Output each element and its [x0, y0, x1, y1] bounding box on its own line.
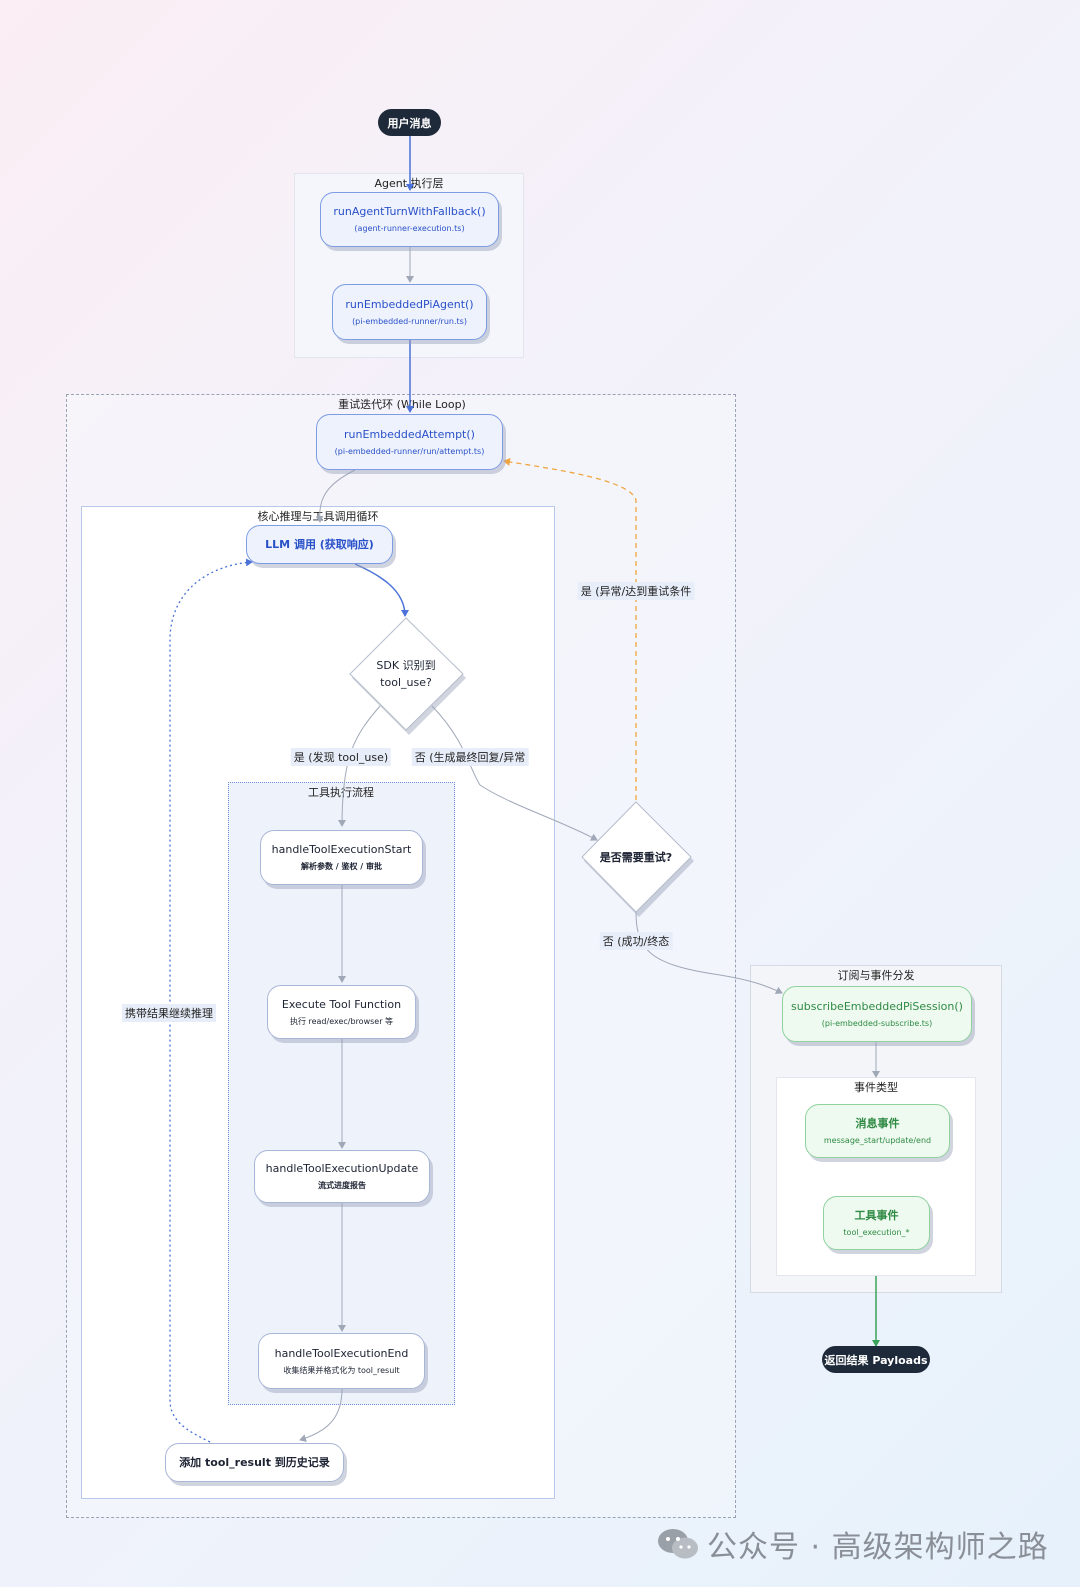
node-subtitle: (agent-runner-execution.ts) — [354, 224, 465, 233]
node-subtitle: (pi-embedded-subscribe.ts) — [821, 1018, 933, 1028]
node-subtitle: tool_execution_* — [843, 1227, 910, 1237]
cluster-title-retry: 重试迭代环 (While Loop) — [338, 398, 466, 411]
node-run-agent-turn-with-fallback: runAgentTurnWithFallback() (agent-runner… — [320, 192, 499, 247]
cluster-title-event-types: 事件类型 — [854, 1081, 898, 1094]
node-subtitle: 解析参数 / 鉴权 / 审批 — [301, 862, 382, 871]
node-title: runEmbeddedAttempt() — [344, 427, 475, 441]
node-subtitle: 流式进度报告 — [318, 1181, 366, 1190]
decision-line1: SDK 识别到 — [376, 659, 436, 672]
edge-retry-yes — [503, 458, 637, 800]
node-title: 添加 tool_result 到历史记录 — [179, 1455, 330, 1469]
watermark: 公众号 · 高级架构师之路 — [657, 1522, 1049, 1566]
edge-add-to-llm — [169, 558, 253, 1443]
node-add-tool-result-history: 添加 tool_result 到历史记录 — [165, 1443, 344, 1482]
node-execute-tool-function: Execute Tool Function 执行 read/exec/brows… — [267, 985, 416, 1039]
node-title: 工具事件 — [854, 1208, 899, 1222]
cluster-title-tool: 工具执行流程 — [308, 786, 374, 799]
node-title: subscribeEmbeddedPiSession() — [791, 999, 963, 1013]
decision-shape — [581, 801, 694, 917]
node-run-embedded-pi-agent: runEmbeddedPiAgent() (pi-embedded-runner… — [332, 284, 487, 340]
edge-label-no-done: 否 (成功/终态 — [599, 932, 673, 950]
node-handle-tool-execution-start: handleToolExecutionStart 解析参数 / 鉴权 / 审批 — [260, 830, 423, 885]
cluster-title-agent: Agent 执行层 — [374, 177, 444, 190]
node-handle-tool-execution-end: handleToolExecutionEnd 收集结果并格式化为 tool_re… — [258, 1333, 425, 1389]
decision-label: 是否需要重试? — [599, 850, 673, 864]
node-user-message-label: 用户消息 — [387, 116, 432, 130]
edge-label-yes-retry: 是 (异常/达到重试条件 — [577, 582, 695, 600]
wechat-icon — [658, 1529, 698, 1559]
node-title: runAgentTurnWithFallback() — [333, 205, 486, 218]
decision-line2: tool_use? — [380, 676, 432, 689]
node-user-message: 用户消息 — [378, 109, 441, 136]
node-return-payloads-label: 返回结果 Payloads — [824, 1353, 928, 1367]
edge-llm-to-sdk — [354, 563, 409, 617]
edge-attempt-to-llm — [315, 469, 356, 523]
watermark-text: 公众号 · 高级架构师之路 — [707, 1530, 1049, 1565]
node-title: LLM 调用 (获取响应) — [265, 537, 374, 551]
node-subtitle: message_start/update/end — [823, 1135, 932, 1145]
decision-sdk-tool-use: SDK 识别到 tool_use? — [349, 617, 466, 735]
edge-label-yes-tool: 是 (发现 tool_use) — [290, 748, 392, 766]
node-title: Execute Tool Function — [281, 997, 402, 1011]
node-return-payloads: 返回结果 Payloads — [822, 1346, 930, 1373]
edge-label-no-final: 否 (生成最终回复/异常 — [411, 748, 529, 766]
node-message-event: 消息事件 message_start/update/end — [805, 1104, 950, 1158]
node-title: 消息事件 — [855, 1116, 900, 1130]
node-subtitle: 执行 read/exec/browser 等 — [289, 1016, 394, 1026]
node-title: handleToolExecutionUpdate — [265, 1162, 419, 1175]
decision-shape — [349, 617, 466, 735]
node-llm-call: LLM 调用 (获取响应) — [246, 525, 393, 564]
node-subtitle: (pi-embedded-runner/run.ts) — [352, 316, 467, 326]
node-tool-event: 工具事件 tool_execution_* — [823, 1196, 930, 1250]
edge-end-to-add — [299, 1388, 343, 1442]
node-title: handleToolExecutionEnd — [274, 1346, 409, 1360]
node-run-embedded-attempt: runEmbeddedAttempt() (pi-embedded-runner… — [316, 414, 503, 470]
cluster-title-subscribe: 订阅与事件分发 — [837, 969, 915, 982]
node-title: runEmbeddedPiAgent() — [345, 297, 474, 311]
node-subtitle: (pi-embedded-runner/run/attempt.ts) — [334, 446, 485, 456]
node-subtitle: 收集结果并格式化为 tool_result — [283, 1365, 400, 1375]
node-subscribe-embedded-pi-session: subscribeEmbeddedPiSession() (pi-embedde… — [782, 986, 972, 1042]
edge-label-carry: 携带结果继续推理 — [122, 1004, 216, 1022]
node-title: handleToolExecutionStart — [271, 843, 412, 856]
node-handle-tool-execution-update: handleToolExecutionUpdate 流式进度报告 — [254, 1150, 430, 1203]
edge-retry-no — [635, 911, 783, 995]
decision-need-retry: 是否需要重试? — [581, 801, 694, 917]
edge-sdk-no — [431, 705, 598, 841]
